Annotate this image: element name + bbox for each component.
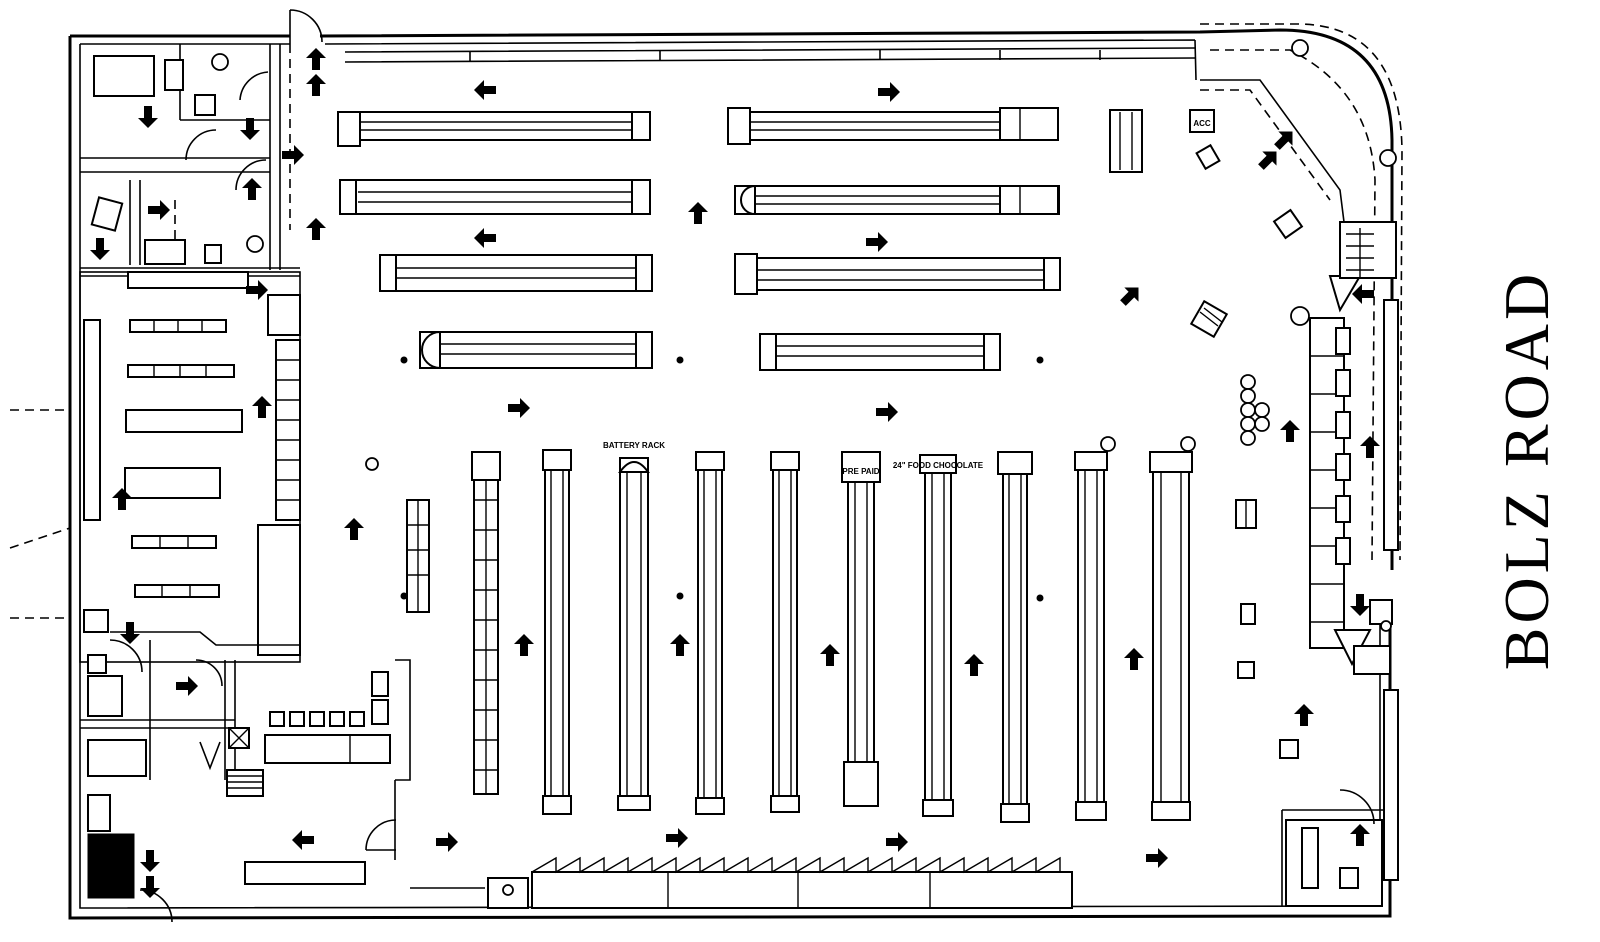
traffic-arrow-icon — [514, 634, 534, 656]
top-entrance-door — [289, 9, 323, 230]
traffic-arrow-icon — [306, 74, 326, 96]
column-dot-icon — [676, 592, 684, 600]
checkout-counter — [1281, 221, 1399, 907]
traffic-arrow-icon — [344, 518, 364, 540]
fixture-labels: BATTERY RACK PRE PAID 24" FOOD CHOCOLATE… — [603, 119, 1211, 476]
traffic-arrow-icon — [1258, 151, 1277, 170]
walk-in-cooler — [79, 271, 301, 663]
front-cooler-run — [410, 856, 1073, 909]
traffic-arrow-icon — [876, 402, 898, 422]
column-dot-icon — [1036, 594, 1044, 602]
traffic-arrow-icon — [176, 676, 198, 696]
traffic-arrow-icon — [688, 202, 708, 224]
column-dot-icon — [400, 592, 408, 600]
traffic-arrow-icon — [1146, 848, 1168, 868]
traffic-arrows — [90, 48, 1380, 898]
traffic-arrow-icon — [120, 622, 140, 644]
column-dot-icon — [676, 356, 684, 364]
upper-gondolas — [337, 107, 1143, 371]
stockroom — [80, 639, 411, 923]
traffic-arrow-icon — [306, 48, 326, 70]
traffic-arrow-icon — [112, 488, 132, 510]
traffic-arrow-icon — [240, 118, 260, 140]
traffic-arrow-icon — [508, 398, 530, 418]
traffic-arrow-icon — [140, 850, 160, 872]
back-office-rooms — [80, 44, 300, 277]
traffic-arrow-icon — [964, 654, 984, 676]
center-gondolas — [406, 449, 1193, 823]
traffic-arrow-icon — [1124, 648, 1144, 670]
traffic-arrow-icon — [1280, 420, 1300, 442]
acc-label: ACC — [1193, 119, 1211, 128]
road-label: BOLZ ROAD — [1491, 270, 1562, 670]
traffic-arrow-icon — [1274, 131, 1293, 150]
traffic-arrow-icon — [1350, 594, 1370, 616]
traffic-arrow-icon — [866, 232, 888, 252]
traffic-arrow-icon — [1360, 436, 1380, 458]
traffic-arrow-icon — [820, 644, 840, 666]
traffic-arrow-icon — [474, 80, 496, 100]
traffic-arrow-icon — [670, 634, 690, 656]
traffic-arrow-icon — [1350, 824, 1370, 846]
traffic-arrow-icon — [436, 832, 458, 852]
traffic-arrow-icon — [306, 218, 326, 240]
traffic-arrow-icon — [242, 178, 262, 200]
traffic-arrow-icon — [886, 832, 908, 852]
traffic-arrow-icon — [292, 830, 314, 850]
traffic-arrow-icon — [148, 200, 170, 220]
traffic-arrow-icon — [246, 280, 268, 300]
traffic-arrow-icon — [878, 82, 900, 102]
traffic-arrow-icon — [666, 828, 688, 848]
column-dot-icon — [400, 356, 408, 364]
traffic-arrow-icon — [90, 238, 110, 260]
traffic-arrow-icon — [1120, 287, 1139, 306]
column-dot-icon — [1036, 356, 1044, 364]
left-dimension-lines — [9, 409, 71, 619]
seating-row — [269, 671, 389, 727]
traffic-arrow-icon — [282, 145, 304, 165]
traffic-arrow-icon — [140, 876, 160, 898]
prepaid-label: PRE PAID — [842, 467, 879, 476]
battery-rack-label: BATTERY RACK — [603, 441, 665, 450]
traffic-arrow-icon — [1294, 704, 1314, 726]
traffic-arrow-icon — [1352, 284, 1374, 304]
candy-gum-label: 24" FOOD CHOCOLATE — [893, 461, 984, 470]
column-dots — [400, 356, 1044, 602]
traffic-arrow-icon — [474, 228, 496, 248]
island-displays — [365, 39, 1397, 759]
traffic-arrow-icon — [138, 106, 158, 128]
traffic-arrow-icon — [252, 396, 272, 418]
